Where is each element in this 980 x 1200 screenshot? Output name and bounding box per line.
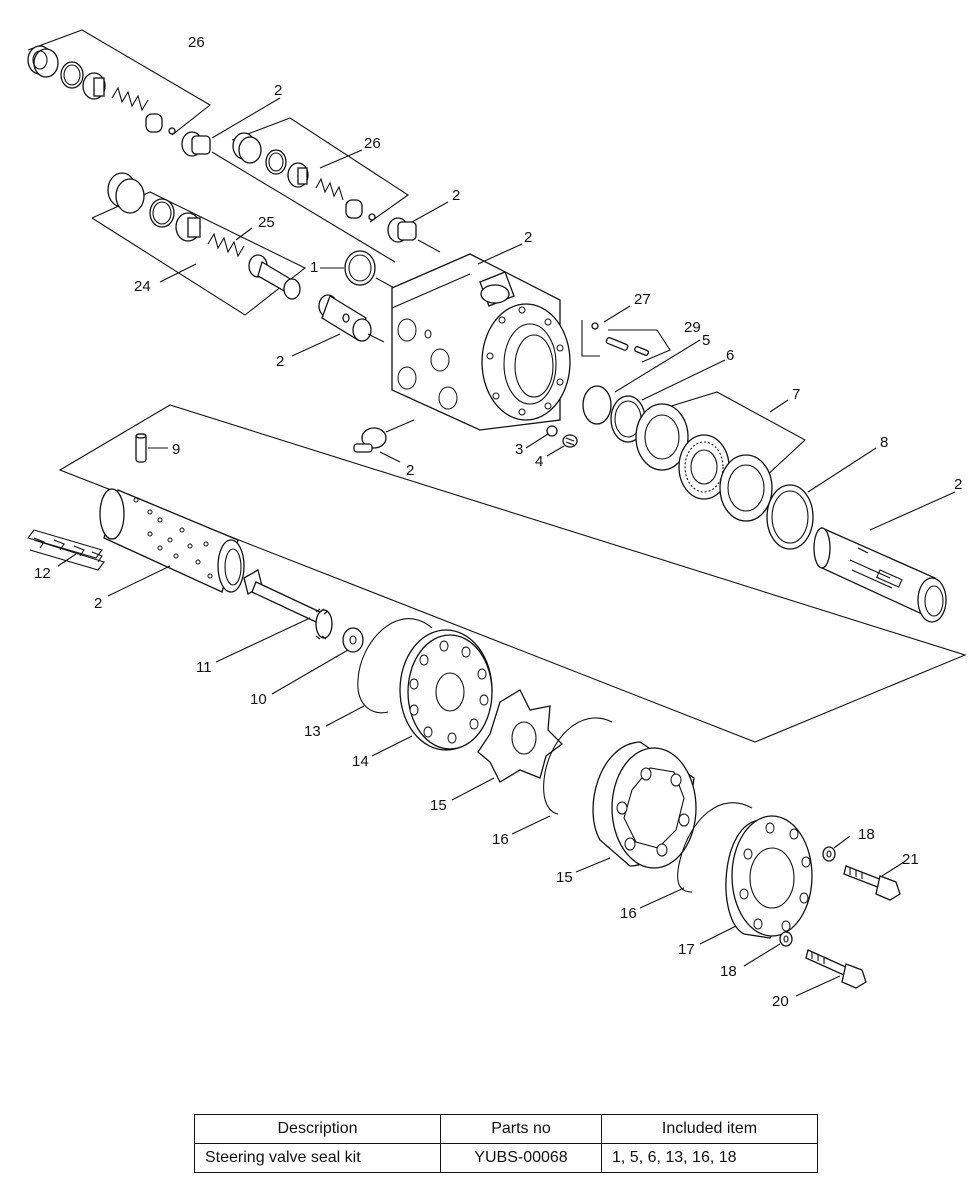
ring-1: [344, 250, 376, 286]
spring-26a: [111, 86, 149, 112]
label-29: 29: [684, 319, 701, 336]
label-6: 6: [726, 347, 734, 364]
bolt-20: [805, 949, 867, 989]
seat-26a: [82, 72, 106, 100]
cell-included-item: 1, 5, 6, 13, 16, 18: [601, 1143, 818, 1173]
ball-3: [546, 425, 558, 437]
sleeve-holes: [133, 497, 213, 579]
label-8: 8: [880, 434, 888, 451]
plug-2a: [181, 131, 211, 157]
poppet-26a: [145, 113, 176, 135]
ring-8: [766, 484, 814, 550]
ball-27: [591, 322, 599, 330]
label-10: 10: [250, 691, 267, 708]
label-15: 15: [556, 869, 573, 886]
label-2: 2: [276, 353, 284, 370]
label-7: 7: [792, 386, 800, 403]
sleeve-2: [99, 488, 245, 593]
label-2: 2: [452, 187, 460, 204]
table-row: Steering valve seal kit YUBS-00068 1, 5,…: [194, 1143, 818, 1173]
spring-25: [207, 232, 245, 258]
bearing-washer-7b: [719, 454, 773, 522]
plug-26a: [27, 45, 59, 78]
end-cap-17: [725, 815, 813, 939]
label-5: 5: [702, 332, 710, 349]
label-18: 18: [858, 826, 875, 843]
label-11: 11: [196, 659, 212, 676]
label-4: 4: [535, 453, 543, 470]
header-description: Description: [194, 1114, 441, 1144]
spring-26b: [315, 177, 344, 201]
label-17: 17: [678, 941, 695, 958]
gear-stator-15: [592, 741, 697, 869]
label-9: 9: [172, 441, 180, 458]
drive-shaft-11: [243, 569, 333, 640]
plug-2b: [387, 217, 417, 243]
group-outline-26a: [27, 29, 211, 136]
check-valve-2: [318, 294, 372, 342]
distributor-plate-14: [399, 629, 493, 751]
label-2: 2: [94, 595, 102, 612]
plug-26b: [232, 132, 262, 164]
group-outline-main: [58, 404, 967, 743]
spacer-10: [342, 627, 364, 653]
label-20: 20: [772, 993, 789, 1010]
header-parts-no: Parts no: [440, 1114, 602, 1144]
plug-24: [107, 172, 145, 214]
spool-24: [248, 254, 301, 300]
callout-labels: 26 2 26 2 25 2 1 24 27 29 5 2 6 7 8 3 4 …: [34, 34, 962, 1010]
label-2: 2: [406, 462, 414, 479]
valve-housing-2: [391, 253, 571, 431]
label-14: 14: [352, 753, 369, 770]
exploded-parts-diagram: 26 2 26 2 25 2 1 24 27 29 5 2 6 7 8 3 4 …: [27, 29, 967, 1010]
label-25: 25: [258, 214, 275, 231]
spool-2: [813, 527, 947, 623]
bolt-21: [843, 865, 901, 901]
label-2: 2: [954, 476, 962, 493]
pin-29: [605, 336, 650, 356]
o-ring-24: [149, 198, 175, 228]
label-12: 12: [34, 565, 51, 582]
seat-4: [562, 434, 578, 448]
label-26: 26: [364, 135, 381, 152]
leader-lines: [57, 97, 956, 997]
pin-9: [135, 433, 147, 463]
header-included-item: Included item: [601, 1114, 818, 1144]
gear-rotor-15: [477, 689, 563, 783]
o-ring-13: [357, 618, 433, 714]
label-18: 18: [720, 963, 737, 980]
group-outline-27-29: [581, 320, 671, 363]
plug-2c: [353, 427, 387, 453]
label-2: 2: [524, 229, 532, 246]
seat-24: [175, 212, 201, 242]
table-header-row: Description Parts no Included item: [194, 1114, 818, 1144]
washer-18b: [779, 931, 793, 947]
label-24: 24: [134, 278, 151, 295]
cell-description: Steering valve seal kit: [194, 1143, 441, 1173]
label-26: 26: [188, 34, 205, 51]
seal-kit-table: Description Parts no Included item Steer…: [194, 1114, 818, 1173]
cell-parts-no: YUBS-00068: [440, 1143, 602, 1173]
o-ring-26b: [265, 149, 287, 175]
label-21: 21: [902, 851, 919, 868]
poppet-26b: [345, 199, 376, 221]
seat-26b: [287, 162, 309, 188]
label-15: 15: [430, 797, 447, 814]
group-outline-26b: [231, 117, 409, 223]
centering-spring-12: [27, 529, 105, 571]
label-2: 2: [274, 82, 282, 99]
plate-holes: [409, 640, 489, 744]
o-ring-16a: [543, 717, 613, 815]
label-27: 27: [634, 291, 651, 308]
o-ring-5: [582, 385, 612, 425]
label-16: 16: [620, 905, 637, 922]
label-3: 3: [515, 441, 523, 458]
washer-18a: [822, 846, 836, 862]
label-1: 1: [310, 259, 318, 276]
label-13: 13: [304, 723, 321, 740]
label-16: 16: [492, 831, 509, 848]
bearing-washer-7a: [635, 403, 689, 471]
o-ring-26a: [60, 61, 84, 89]
